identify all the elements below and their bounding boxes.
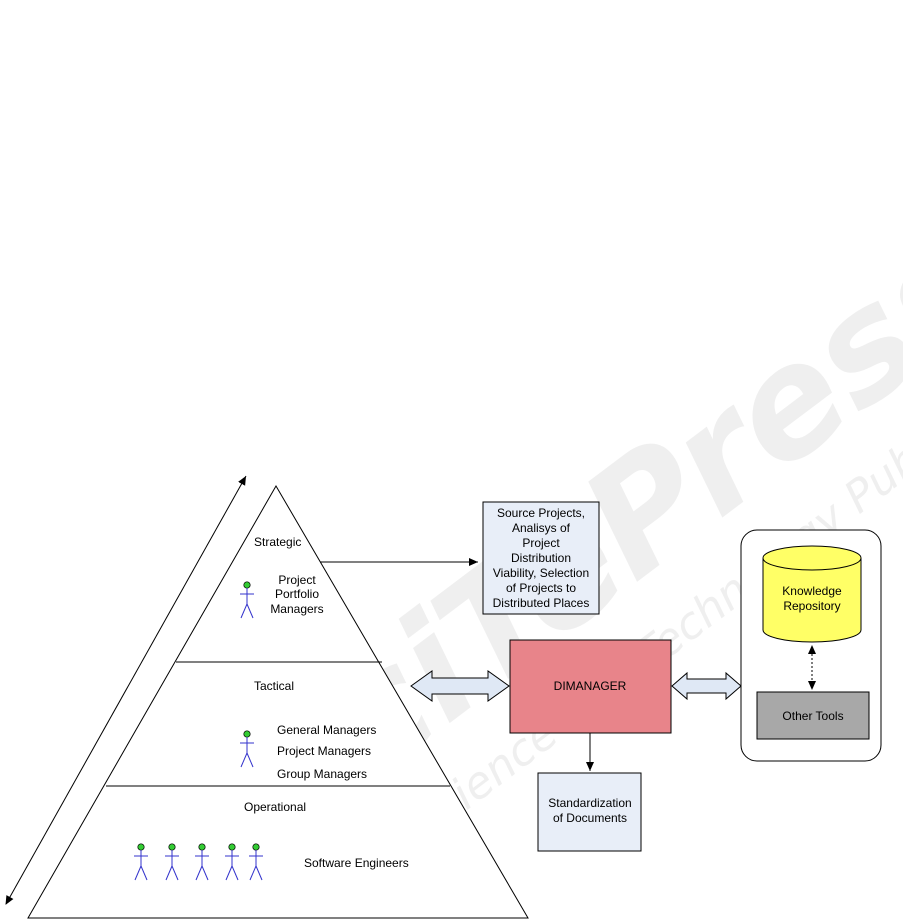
pyramid-dimanager-double-arrow [410,670,510,702]
actor-icon [240,730,254,768]
source-projects-line-7: Distributed Places [493,596,590,610]
level-tactical-label: Tactical [254,679,294,693]
strategic-role-line-3: Managers [270,602,323,616]
other-tools-label: Other Tools [782,709,843,723]
pyramid-outline [27,485,529,919]
level-operational-label: Operational [244,800,306,814]
standardization-box: Standardization of Documents [537,772,642,852]
source-projects-box: Source Projects, Analisys of Project Dis… [482,501,600,615]
knowledge-repository-cylinder: Knowledge Repository [762,545,862,643]
tactical-role-line-3: Group Managers [277,767,367,781]
strategic-role-line-1: Project [278,573,316,587]
standardization-line-2: of Documents [553,811,627,825]
knowledge-repository-line-1: Knowledge [782,584,842,598]
actor-icon [249,843,263,881]
operational-role-line-1: Software Engineers [304,856,409,870]
source-projects-line-3: Project [522,536,560,550]
tools-panel: Knowledge Repository Other Tools [740,529,882,762]
pyramid: Strategic Project Portfolio Managers Tac… [27,485,529,919]
source-projects-line-5: Viability, Selection [493,566,589,580]
strategic-role-line-2: Portfolio [275,587,319,601]
tactical-role-line-2: Project Managers [277,744,371,758]
actor-icon [195,843,209,881]
knowledge-repository-line-2: Repository [783,599,840,613]
actor-icon [225,843,239,881]
standardization-line-1: Standardization [548,796,631,810]
actor-icon [165,843,179,881]
source-projects-line-4: Distribution [511,551,571,565]
dimanager-tools-double-arrow [671,671,742,701]
dimanager-box: DIMANAGER [509,639,672,734]
level-strategic-label: Strategic [254,535,301,549]
source-projects-line-6: of Projects to [506,581,576,595]
actor-icon [134,843,148,881]
tactical-role-line-1: General Managers [277,723,376,737]
source-projects-line-2: Analisys of [512,521,571,535]
hierarchy-axis-arrow [5,475,247,905]
other-tools-box: Other Tools [756,691,870,740]
source-projects-line-1: Source Projects, [497,506,585,520]
dimanager-label: DIMANAGER [554,679,627,693]
actor-icon [240,581,254,619]
